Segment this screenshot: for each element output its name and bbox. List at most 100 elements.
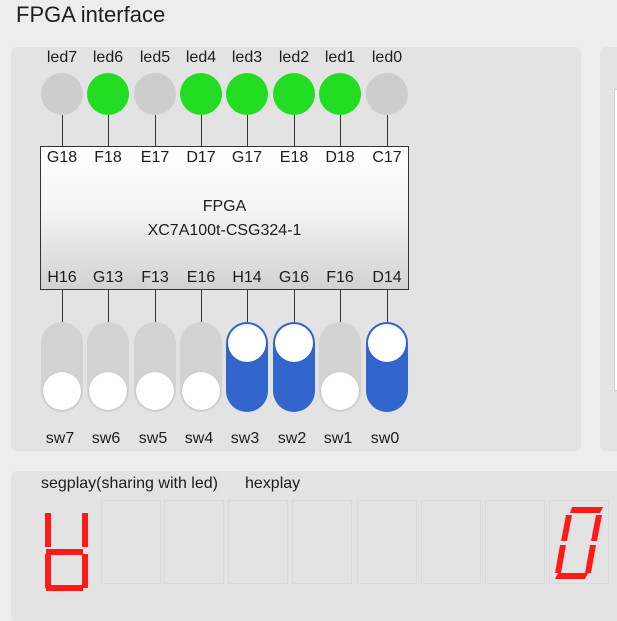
switch-sw0[interactable] — [366, 322, 408, 412]
switch-wire — [247, 290, 248, 322]
led-led7 — [41, 73, 83, 115]
led-led3 — [226, 73, 268, 115]
segplay-display — [41, 497, 101, 595]
switch-label-sw4: sw4 — [184, 430, 214, 447]
switch-label-sw2: sw2 — [277, 430, 307, 447]
led-wire — [108, 115, 109, 146]
switch-label-sw3: sw3 — [230, 430, 260, 447]
switch-sw4[interactable] — [180, 322, 222, 412]
switch-sw3[interactable] — [226, 322, 268, 412]
led-label-led5: led5 — [139, 49, 171, 66]
fpga-chip — [40, 146, 409, 290]
pin-label-D17: D17 — [186, 149, 216, 166]
segment-d — [46, 585, 83, 591]
led-led5 — [134, 73, 176, 115]
led-led6 — [87, 73, 129, 115]
switch-knob[interactable] — [89, 372, 127, 410]
led-label-led2: led2 — [278, 49, 310, 66]
led-wire — [247, 115, 248, 146]
pin-label-G13: G13 — [92, 269, 124, 286]
led-label-led6: led6 — [92, 49, 124, 66]
switch-label-sw6: sw6 — [91, 430, 121, 447]
switch-label-sw5: sw5 — [138, 430, 168, 447]
led-wire — [294, 115, 295, 146]
led-wire — [340, 115, 341, 146]
hexplay-label: hexplay — [245, 475, 301, 492]
empty-digit-slot — [228, 500, 288, 584]
segment-e — [45, 554, 51, 588]
switch-wire — [340, 290, 341, 322]
segment-b — [591, 515, 602, 541]
segment-c — [82, 554, 88, 588]
pin-label-E17: E17 — [140, 149, 170, 166]
segment-a — [570, 507, 603, 513]
empty-digit-slot — [421, 500, 481, 584]
segment-f — [561, 515, 572, 541]
switch-sw2[interactable] — [273, 322, 315, 412]
led-led4 — [180, 73, 222, 115]
led-label-led1: led1 — [324, 49, 356, 66]
segplay-label: segplay(sharing with led) — [41, 475, 218, 492]
switch-knob[interactable] — [43, 372, 81, 410]
pin-label-G17: G17 — [231, 149, 263, 166]
pin-label-F16: F16 — [326, 269, 354, 286]
switch-wire — [294, 290, 295, 322]
switch-sw5[interactable] — [134, 322, 176, 412]
led-label-led7: led7 — [46, 49, 78, 66]
switch-knob[interactable] — [275, 324, 313, 362]
led-led0 — [366, 73, 408, 115]
segment-g — [46, 549, 83, 555]
switch-wire — [108, 290, 109, 322]
switch-wire — [201, 290, 202, 322]
pin-label-F13: F13 — [141, 269, 169, 286]
switch-knob[interactable] — [321, 372, 359, 410]
switch-sw7[interactable] — [41, 322, 83, 412]
pin-label-C17: C17 — [372, 149, 402, 166]
page-title: FPGA interface — [16, 2, 166, 27]
led-wire — [387, 115, 388, 146]
hexplay-digit-0 — [555, 507, 603, 579]
led-wire — [155, 115, 156, 146]
led-led2 — [273, 73, 315, 115]
chip-name: FPGA — [202, 198, 247, 215]
segplay-digit-b — [45, 513, 88, 591]
segment-d — [555, 573, 588, 579]
pin-label-G16: G16 — [278, 269, 310, 286]
switch-knob[interactable] — [136, 372, 174, 410]
switch-wire — [62, 290, 63, 322]
pin-label-E16: E16 — [186, 269, 216, 286]
side-scroll-area[interactable] — [614, 89, 617, 391]
pin-label-D18: D18 — [325, 149, 355, 166]
switch-knob[interactable] — [228, 324, 266, 362]
empty-digit-slot — [357, 500, 417, 584]
switch-wire — [155, 290, 156, 322]
side-panel — [600, 47, 617, 451]
chip-part-number: XC7A100t-CSG324-1 — [147, 222, 302, 239]
pin-label-H16: H16 — [47, 269, 77, 286]
led-label-led0: led0 — [371, 49, 403, 66]
switch-sw6[interactable] — [87, 322, 129, 412]
segment-b — [82, 513, 88, 547]
led-wire — [62, 115, 63, 146]
switch-knob[interactable] — [182, 372, 220, 410]
empty-digit-slot — [292, 500, 352, 584]
pin-label-D14: D14 — [372, 269, 402, 286]
switch-knob[interactable] — [368, 324, 406, 362]
switch-label-sw0: sw0 — [370, 430, 400, 447]
empty-digit-slot — [164, 500, 224, 584]
segment-f — [45, 513, 51, 547]
led-led1 — [319, 73, 361, 115]
switch-label-sw1: sw1 — [323, 430, 353, 447]
pin-label-E18: E18 — [279, 149, 309, 166]
switch-wire — [387, 290, 388, 322]
empty-digit-slot — [101, 500, 161, 584]
pin-label-G18: G18 — [46, 149, 78, 166]
led-wire — [201, 115, 202, 146]
pin-label-H14: H14 — [232, 269, 262, 286]
switch-sw1[interactable] — [319, 322, 361, 412]
switch-label-sw7: sw7 — [45, 430, 75, 447]
segment-e — [555, 545, 566, 573]
pin-label-F18: F18 — [94, 149, 122, 166]
empty-digit-slot — [485, 500, 545, 584]
hexplay-display — [549, 500, 609, 584]
